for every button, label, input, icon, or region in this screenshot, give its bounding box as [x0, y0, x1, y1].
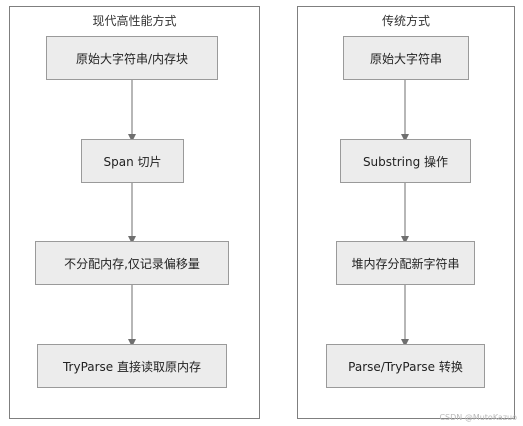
right-node-heap-alloc: 堆内存分配新字符串 — [336, 241, 475, 285]
left-node-tryparse: TryParse 直接读取原内存 — [37, 344, 227, 388]
left-node-no-alloc: 不分配内存,仅记录偏移量 — [35, 241, 229, 285]
left-panel-title: 现代高性能方式 — [92, 14, 177, 28]
right-node-source: 原始大字符串 — [343, 36, 469, 80]
left-node-source: 原始大字符串/内存块 — [46, 36, 218, 80]
left-node-span-slice: Span 切片 — [81, 139, 184, 183]
right-node-substring: Substring 操作 — [340, 139, 471, 183]
right-panel-title: 传统方式 — [381, 14, 430, 28]
csdn-watermark: CSDN @MutoKazuo — [439, 413, 517, 422]
right-node-parse: Parse/TryParse 转换 — [326, 344, 485, 388]
